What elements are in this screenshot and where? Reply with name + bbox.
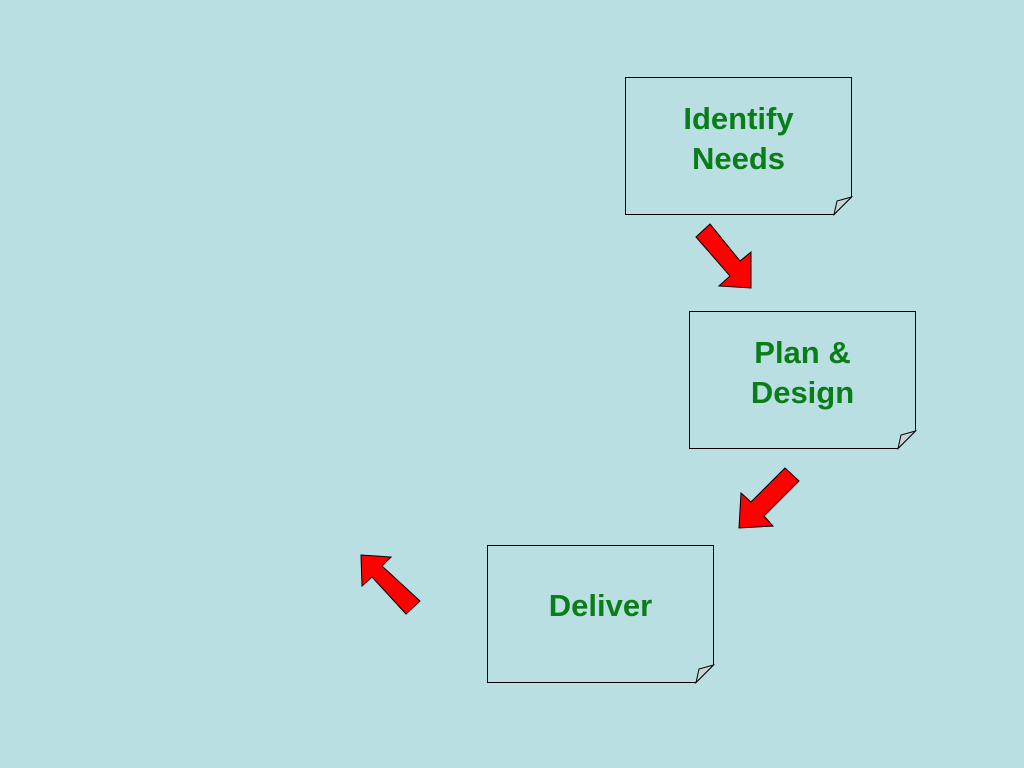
step-label-line-2: Needs [691,141,786,176]
note-shape [625,77,854,217]
step-label: Deliver [487,545,714,683]
step-label-line-1: Identify [683,101,794,136]
arrow-up-left-icon [360,554,421,615]
arrow-down-right-icon [695,223,752,289]
step-label: Plan & Design [689,311,916,449]
step-deliver: Deliver [487,545,716,685]
arrow-down-left-icon [738,467,800,529]
step-identify-needs: Identify Needs [625,77,854,217]
step-label-line-1: Plan & [754,335,851,370]
step-plan-design: Plan & Design [689,311,918,451]
step-label-line-1: Deliver [548,588,653,623]
step-label-line-2: Design [750,375,855,410]
step-label: Identify Needs [625,77,852,215]
note-shape [487,545,716,685]
note-shape [689,311,918,451]
